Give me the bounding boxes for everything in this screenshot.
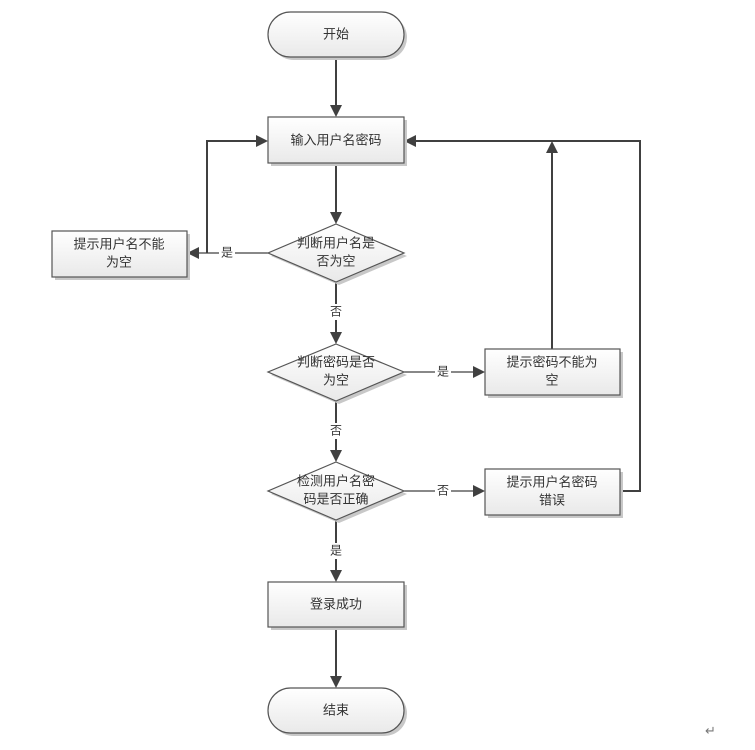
edge-label-pwd-empty-yes: 是 — [437, 365, 449, 379]
node-input: 输入用户名密码 — [267, 116, 407, 166]
node-end: 结束 — [267, 687, 407, 736]
node-check-user-empty-line1: 判断用户名是 — [297, 236, 375, 252]
edge-labels: 是 否 是 否 否 是 — [219, 245, 451, 559]
arrow-head — [330, 105, 342, 117]
edge-warn-wrong-input — [415, 140, 641, 492]
arrow-head — [187, 247, 199, 259]
arrow-head — [473, 485, 485, 497]
arrow-head — [404, 135, 416, 147]
arrow-head — [330, 570, 342, 582]
node-verify-line2: 码是否正确 — [303, 493, 368, 508]
node-start-label: 开始 — [323, 28, 349, 43]
node-success-label: 登录成功 — [310, 598, 362, 613]
node-warn-user-empty-line2: 为空 — [106, 256, 132, 271]
arrow-head — [330, 212, 342, 224]
edge-label-user-empty-yes: 是 — [221, 246, 233, 260]
node-success: 登录成功 — [267, 581, 407, 630]
node-warn-pwd-empty-line1: 提示密码不能为 — [506, 355, 597, 371]
node-warn-user-empty: 提示用户名不能 为空 — [51, 230, 190, 280]
node-input-label: 输入用户名密码 — [290, 133, 381, 149]
node-end-label: 结束 — [323, 704, 349, 719]
node-start: 开始 — [267, 11, 407, 60]
edge-label-verify-no: 否 — [437, 484, 449, 498]
node-warn-pwd-empty: 提示密码不能为 空 — [484, 348, 623, 398]
edge-warn-user-input — [206, 140, 257, 253]
node-check-pwd-empty-line2: 为空 — [323, 374, 349, 389]
node-warn-wrong: 提示用户名密码 错误 — [484, 468, 623, 518]
edge-label-verify-yes: 是 — [330, 544, 342, 558]
paragraph-mark: ↵ — [705, 724, 716, 739]
node-check-pwd-empty: 判断密码是否 为空 — [266, 343, 407, 404]
node-warn-wrong-line1: 提示用户名密码 — [506, 475, 597, 491]
node-warn-pwd-empty-line2: 空 — [545, 374, 558, 389]
edge-label-pwd-empty-no: 否 — [330, 424, 342, 438]
node-warn-user-empty-line1: 提示用户名不能 — [73, 237, 164, 253]
node-verify-line1: 检测用户名密 — [297, 474, 375, 490]
edge-label-user-empty-no: 否 — [330, 305, 342, 319]
node-warn-wrong-line2: 错误 — [539, 494, 565, 509]
node-check-user-empty-line2: 否为空 — [316, 255, 355, 270]
arrow-head — [473, 366, 485, 378]
arrow-head — [256, 135, 268, 147]
node-check-user-empty: 判断用户名是 否为空 — [266, 223, 407, 285]
arrow-head — [330, 450, 342, 462]
arrow-head — [330, 676, 342, 688]
node-verify: 检测用户名密 码是否正确 — [266, 461, 407, 523]
connectors — [187, 57, 641, 688]
arrow-head — [546, 141, 558, 153]
arrow-head — [330, 332, 342, 344]
node-check-pwd-empty-line1: 判断密码是否 — [297, 355, 375, 371]
